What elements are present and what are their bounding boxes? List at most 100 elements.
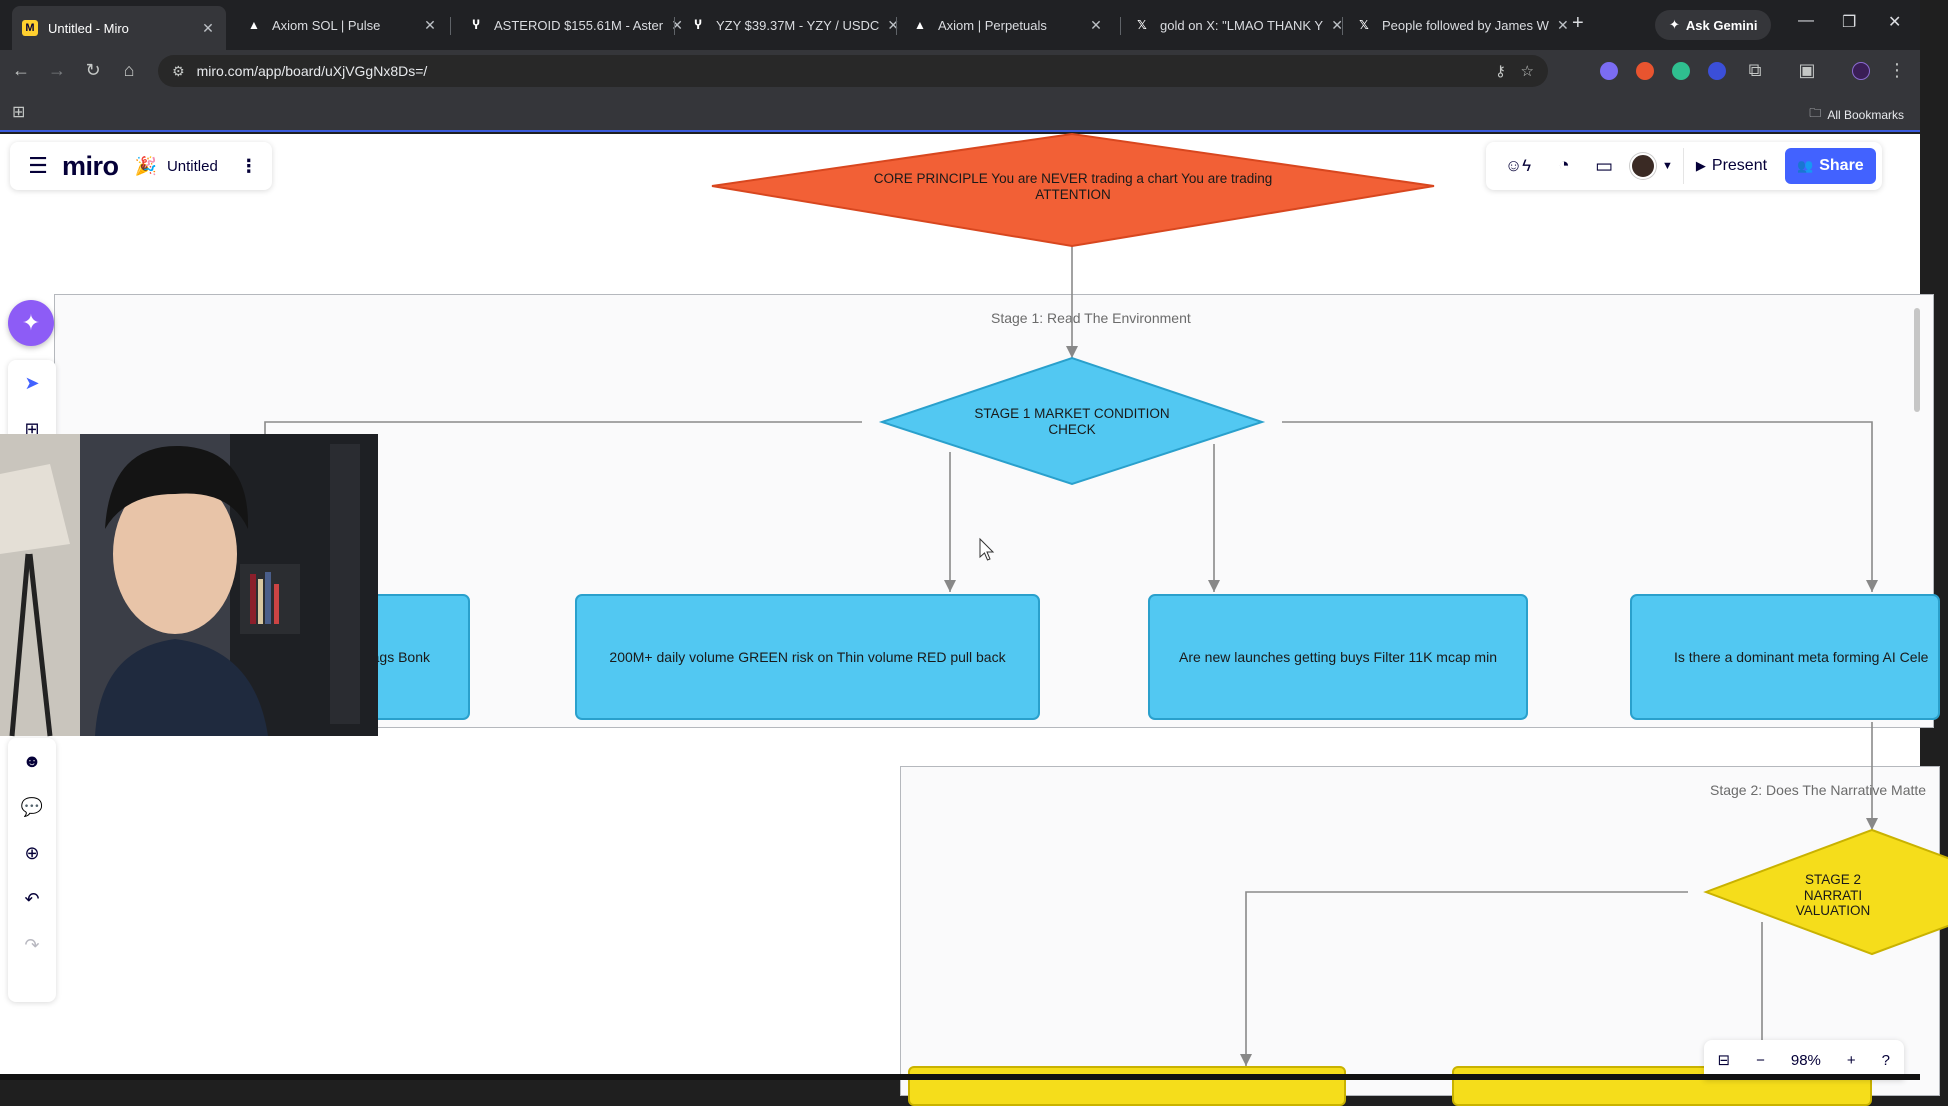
stage1-card-meta[interactable]: Is there a dominant meta forming AI Cele: [1630, 594, 1940, 720]
bookmark-star-icon[interactable]: ☆: [1520, 63, 1534, 80]
present-label: Present: [1711, 157, 1768, 174]
close-tab-icon[interactable]: ✕: [1090, 16, 1102, 33]
zoom-level[interactable]: 98%: [1790, 1051, 1821, 1069]
tab-people-followed[interactable]: 𝕏 People followed by James W ✕: [1346, 8, 1569, 42]
restore-window-icon[interactable]: ❐: [1842, 14, 1857, 31]
tab-title: ASTEROID $155.61M - Aster: [494, 17, 664, 33]
share-people-icon: 👥: [1797, 158, 1814, 173]
new-tab-icon[interactable]: +: [1572, 12, 1584, 34]
core-principle-diamond[interactable]: [711, 132, 1435, 248]
stage1-card-volume[interactable]: 200M+ daily volume GREEN risk on Thin vo…: [575, 594, 1040, 720]
profile-avatar-icon[interactable]: [1852, 62, 1870, 80]
close-tab-icon[interactable]: ✕: [202, 19, 214, 36]
x-favicon-icon: 𝕏: [1359, 18, 1369, 32]
zoom-out-icon[interactable]: −: [1756, 1051, 1765, 1069]
sticker-tool-icon[interactable]: ☻: [22, 750, 42, 771]
axiom-favicon-icon: ▲: [248, 18, 260, 32]
minimize-window-icon[interactable]: —: [1798, 12, 1814, 29]
miro-collaboration-panel: ☺ϟ ◔ ▭ ▼ ▶ Present 👥 Share: [1486, 142, 1882, 190]
close-tab-icon[interactable]: ✕: [424, 16, 436, 33]
tab-title: Untitled - Miro: [48, 20, 129, 36]
party-popper-icon[interactable]: 🎉: [134, 155, 157, 176]
connector-stage2-left[interactable]: [1240, 891, 1688, 1066]
select-tool-icon[interactable]: ➤: [24, 372, 40, 393]
extensions-puzzle-icon[interactable]: ⧉: [1748, 60, 1762, 80]
share-label: Share: [1819, 157, 1864, 174]
extension-icon[interactable]: [1672, 62, 1690, 80]
browser-address-bar: ← → ↻ ⌂ ⚙ miro.com/app/board/uXjVGgNx8Ds…: [0, 50, 1920, 92]
close-window-icon[interactable]: ✕: [1888, 14, 1902, 31]
stage1-frame-title[interactable]: Stage 1: Read The Environment: [991, 310, 1191, 326]
card-text: Is there a dominant meta forming AI Cele: [1674, 649, 1929, 665]
tab-separator: [1342, 17, 1343, 35]
main-menu-icon[interactable]: ☰: [28, 153, 48, 178]
extension-icon[interactable]: [1708, 62, 1726, 80]
close-tab-icon[interactable]: ✕: [1557, 16, 1569, 33]
asteroid-favicon-icon: Ⴤ: [472, 18, 480, 32]
site-info-icon[interactable]: ⚙: [172, 62, 185, 79]
card-text: 200M+ daily volume GREEN risk on Thin vo…: [609, 649, 1006, 665]
zoom-in-icon[interactable]: +: [1846, 1051, 1856, 1069]
stage2-card-left[interactable]: [908, 1066, 1346, 1106]
share-button[interactable]: 👥 Share: [1785, 148, 1876, 184]
omnibox[interactable]: ⚙ miro.com/app/board/uXjVGgNx8Ds=/ ⚷ ☆: [158, 55, 1548, 87]
more-tools-icon[interactable]: ⊕: [24, 842, 40, 863]
tab-gold-on-x[interactable]: 𝕏 gold on X: "LMAO THANK Y ✕: [1124, 8, 1343, 42]
help-icon[interactable]: ?: [1881, 1051, 1890, 1069]
gemini-sparkle-icon: ✦: [1669, 17, 1680, 32]
undo-icon[interactable]: ↶: [24, 888, 40, 909]
all-bookmarks-button[interactable]: 🗀 All Bookmarks: [1809, 104, 1904, 125]
comments-activity-icon[interactable]: ◔: [1558, 155, 1570, 176]
extension-icon[interactable]: [1636, 62, 1654, 80]
connector-stage1-left[interactable]: [264, 421, 862, 434]
vertical-scrollbar[interactable]: [1914, 308, 1920, 412]
back-icon[interactable]: ←: [12, 60, 30, 80]
tab-asteroid[interactable]: Ⴤ ASTEROID $155.61M - Aster ✕: [458, 8, 683, 42]
chevron-down-icon[interactable]: ▼: [1662, 160, 1673, 172]
stage1-card-launches[interactable]: Are new launches getting buys Filter 11K…: [1148, 594, 1528, 720]
extension-icon[interactable]: [1600, 62, 1618, 80]
board-options-icon[interactable]: ⋮: [239, 155, 258, 176]
ai-assist-button[interactable]: ✦: [8, 300, 54, 346]
tab-separator: [450, 17, 451, 35]
close-tab-icon[interactable]: ✕: [1331, 16, 1343, 33]
all-bookmarks-label: All Bookmarks: [1827, 107, 1904, 122]
present-button[interactable]: ▶ Present: [1682, 148, 1779, 184]
collaborators-menu[interactable]: ▼: [1630, 153, 1673, 179]
tab-untitled-miro[interactable]: M Untitled - Miro ✕: [12, 6, 226, 50]
close-tab-icon[interactable]: ✕: [887, 16, 900, 33]
password-key-icon[interactable]: ⚷: [1495, 63, 1506, 80]
tab-axiom-sol-pulse[interactable]: ▲ Axiom SOL | Pulse ✕: [236, 8, 448, 42]
miro-logo[interactable]: miro: [62, 150, 119, 181]
card-text: ags Bonk: [371, 649, 430, 665]
redo-icon[interactable]: ↷: [24, 934, 40, 955]
ask-gemini-button[interactable]: ✦ Ask Gemini: [1655, 10, 1772, 40]
forward-icon[interactable]: →: [48, 60, 66, 80]
user-avatar[interactable]: [1630, 153, 1656, 179]
stage2-decision-text: STAGE 2 NARRATI VALUATION: [1778, 872, 1948, 918]
board-name[interactable]: Untitled: [166, 157, 218, 175]
close-tab-icon[interactable]: ✕: [671, 16, 683, 33]
card-text: Are new launches getting buys Filter 11K…: [1178, 649, 1497, 665]
stage1-decision-diamond[interactable]: [878, 356, 1266, 486]
sparkle-icon: ✦: [21, 310, 41, 335]
tab-title: YZY $39.37M - YZY / USDC: [716, 17, 880, 33]
templates-tool-icon[interactable]: ⊞: [24, 418, 40, 439]
browser-menu-icon[interactable]: ⋮: [1888, 60, 1906, 80]
apps-grid-icon[interactable]: ⊞: [12, 104, 26, 121]
side-panel-icon[interactable]: ▣: [1798, 60, 1816, 80]
url-text[interactable]: miro.com/app/board/uXjVGgNx8Ds=/: [196, 63, 428, 79]
stage2-decision-diamond[interactable]: [1703, 828, 1948, 956]
miro-board-header: ☰ miro 🎉 Untitled ⋮: [10, 142, 272, 190]
tab-yzy[interactable]: Ⴤ YZY $39.37M - YZY / USDC ✕: [680, 8, 899, 42]
frames-icon[interactable]: ⊟: [1717, 1052, 1731, 1069]
reactions-icon[interactable]: ☺ϟ: [1504, 156, 1532, 175]
home-icon[interactable]: ⌂: [123, 60, 135, 80]
comment-tool-icon[interactable]: 💬: [20, 796, 44, 817]
connector-stage1-right[interactable]: [1282, 421, 1878, 592]
reload-icon[interactable]: ↻: [85, 60, 101, 80]
core-principle-text: CORE PRINCIPLE You are NEVER trading a c…: [873, 170, 1273, 202]
video-call-icon[interactable]: ▭: [1595, 155, 1613, 177]
webcam-overlay: [0, 434, 378, 737]
tab-axiom-perpetuals[interactable]: ▲ Axiom | Perpetuals ✕: [902, 8, 1114, 42]
